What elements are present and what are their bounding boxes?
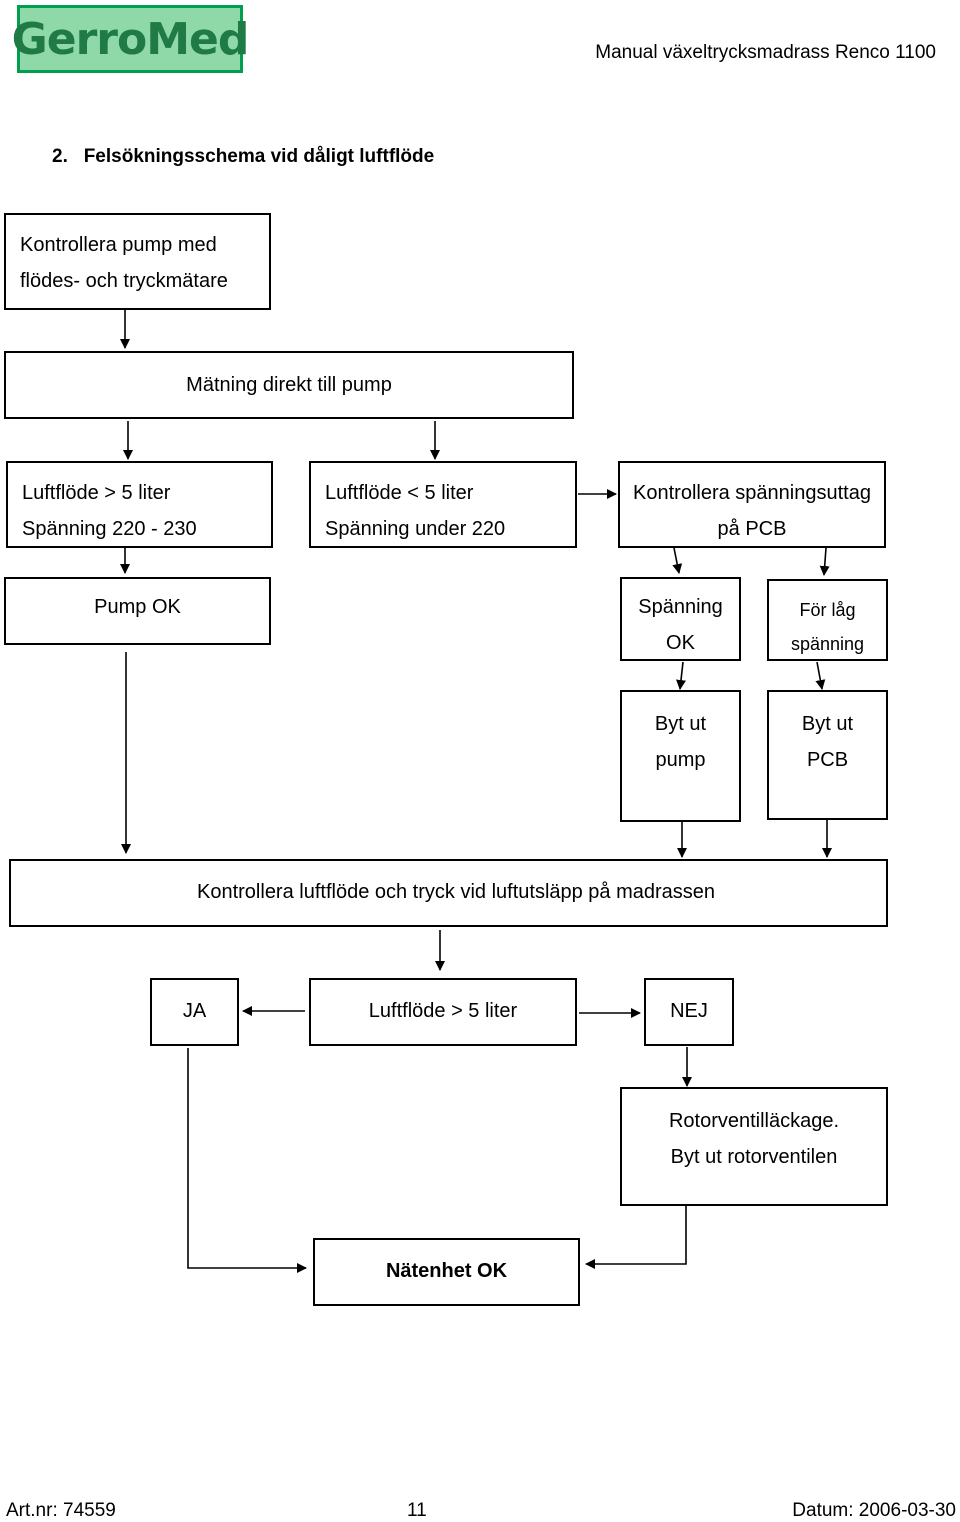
box-line: Mätning direkt till pump	[186, 374, 392, 396]
box-flow-low: Luftflöde < 5 liter Spänning under 220	[309, 461, 577, 548]
box-line: Kontrollera luftflöde och tryck vid luft…	[197, 881, 716, 903]
box-line: Rotorventilläckage.	[668, 1110, 840, 1132]
box-no: NEJ	[644, 978, 734, 1046]
box-line: NEJ	[670, 1000, 708, 1022]
arrow-ok-to-replace-pump	[676, 661, 686, 690]
box-line: PCB	[806, 749, 849, 771]
box-voltage-ok: Spänning OK	[620, 577, 741, 661]
box-line: För låg	[799, 600, 856, 620]
box-replace-pump: Byt ut pump	[620, 690, 741, 822]
section-title: Felsökningsschema vid dåligt luftflöde	[83, 146, 435, 167]
arrow-rotor-to-power-ok	[585, 1196, 687, 1269]
arrow-yes-to-power-ok	[187, 1048, 307, 1273]
box-yes: JA	[150, 978, 239, 1046]
document-title: Manual växeltrycksmadrass Renco 1100	[595, 42, 936, 63]
box-rotor-leak: Rotorventilläckage. Byt ut rotorventilen	[620, 1087, 888, 1206]
box-line: Spänning 220 - 230	[22, 518, 197, 540]
footer-date: Datum: 2006-03-30	[792, 1500, 956, 1521]
footer-article-number: Art.nr: 74559	[6, 1500, 116, 1521]
box-line: Byt ut	[801, 713, 854, 735]
box-line: Kontrollera spänningsuttag	[633, 482, 871, 504]
box-line: Spänning under 220	[325, 518, 506, 540]
arrow-check-voltage-to-ok	[672, 547, 683, 574]
box-line: Pump OK	[94, 596, 181, 618]
box-line: Byt ut rotorventilen	[670, 1146, 838, 1168]
box-line: på PCB	[717, 518, 787, 540]
footer-page-number: 11	[407, 1500, 427, 1521]
box-line: Spänning	[638, 596, 723, 618]
box-line: Nätenhet OK	[385, 1260, 508, 1282]
gerromed-logo: GerroMed	[12, 5, 249, 73]
box-voltage-low: För låg spänning	[767, 579, 888, 661]
box-line: flödes- och tryckmätare	[20, 270, 228, 292]
box-replace-pcb: Byt ut PCB	[767, 690, 888, 820]
box-line: JA	[182, 1000, 207, 1022]
box-flow-question: Luftflöde > 5 liter	[309, 978, 577, 1046]
arrow-low-to-replace-pcb	[815, 661, 826, 690]
box-check-voltage: Kontrollera spänningsuttag på PCB	[618, 461, 886, 548]
box-line: pump	[655, 749, 706, 771]
section-heading: 2. Felsökningsschema vid dåligt luftflöd…	[52, 146, 434, 168]
box-check-pump: Kontrollera pump med flödes- och tryckmä…	[4, 213, 271, 310]
section-number: 2.	[52, 146, 68, 167]
box-measure-pump: Mätning direkt till pump	[4, 351, 574, 419]
box-pump-ok: Pump OK	[4, 577, 271, 645]
box-line: OK	[666, 632, 695, 654]
box-line: Luftflöde < 5 liter	[325, 482, 474, 504]
arrow-check-voltage-to-low	[819, 547, 830, 576]
box-flow-high: Luftflöde > 5 liter Spänning 220 - 230	[6, 461, 273, 548]
box-line: Luftflöde > 5 liter	[368, 1000, 518, 1022]
box-line: Kontrollera pump med	[20, 234, 217, 256]
box-line: Luftflöde > 5 liter	[22, 482, 171, 504]
box-power-unit-ok: Nätenhet OK	[313, 1238, 580, 1306]
logo-text: GerroMed	[11, 13, 250, 65]
box-line: Byt ut	[654, 713, 707, 735]
box-line: spänning	[790, 634, 865, 654]
box-check-mattress: Kontrollera luftflöde och tryck vid luft…	[9, 859, 888, 927]
